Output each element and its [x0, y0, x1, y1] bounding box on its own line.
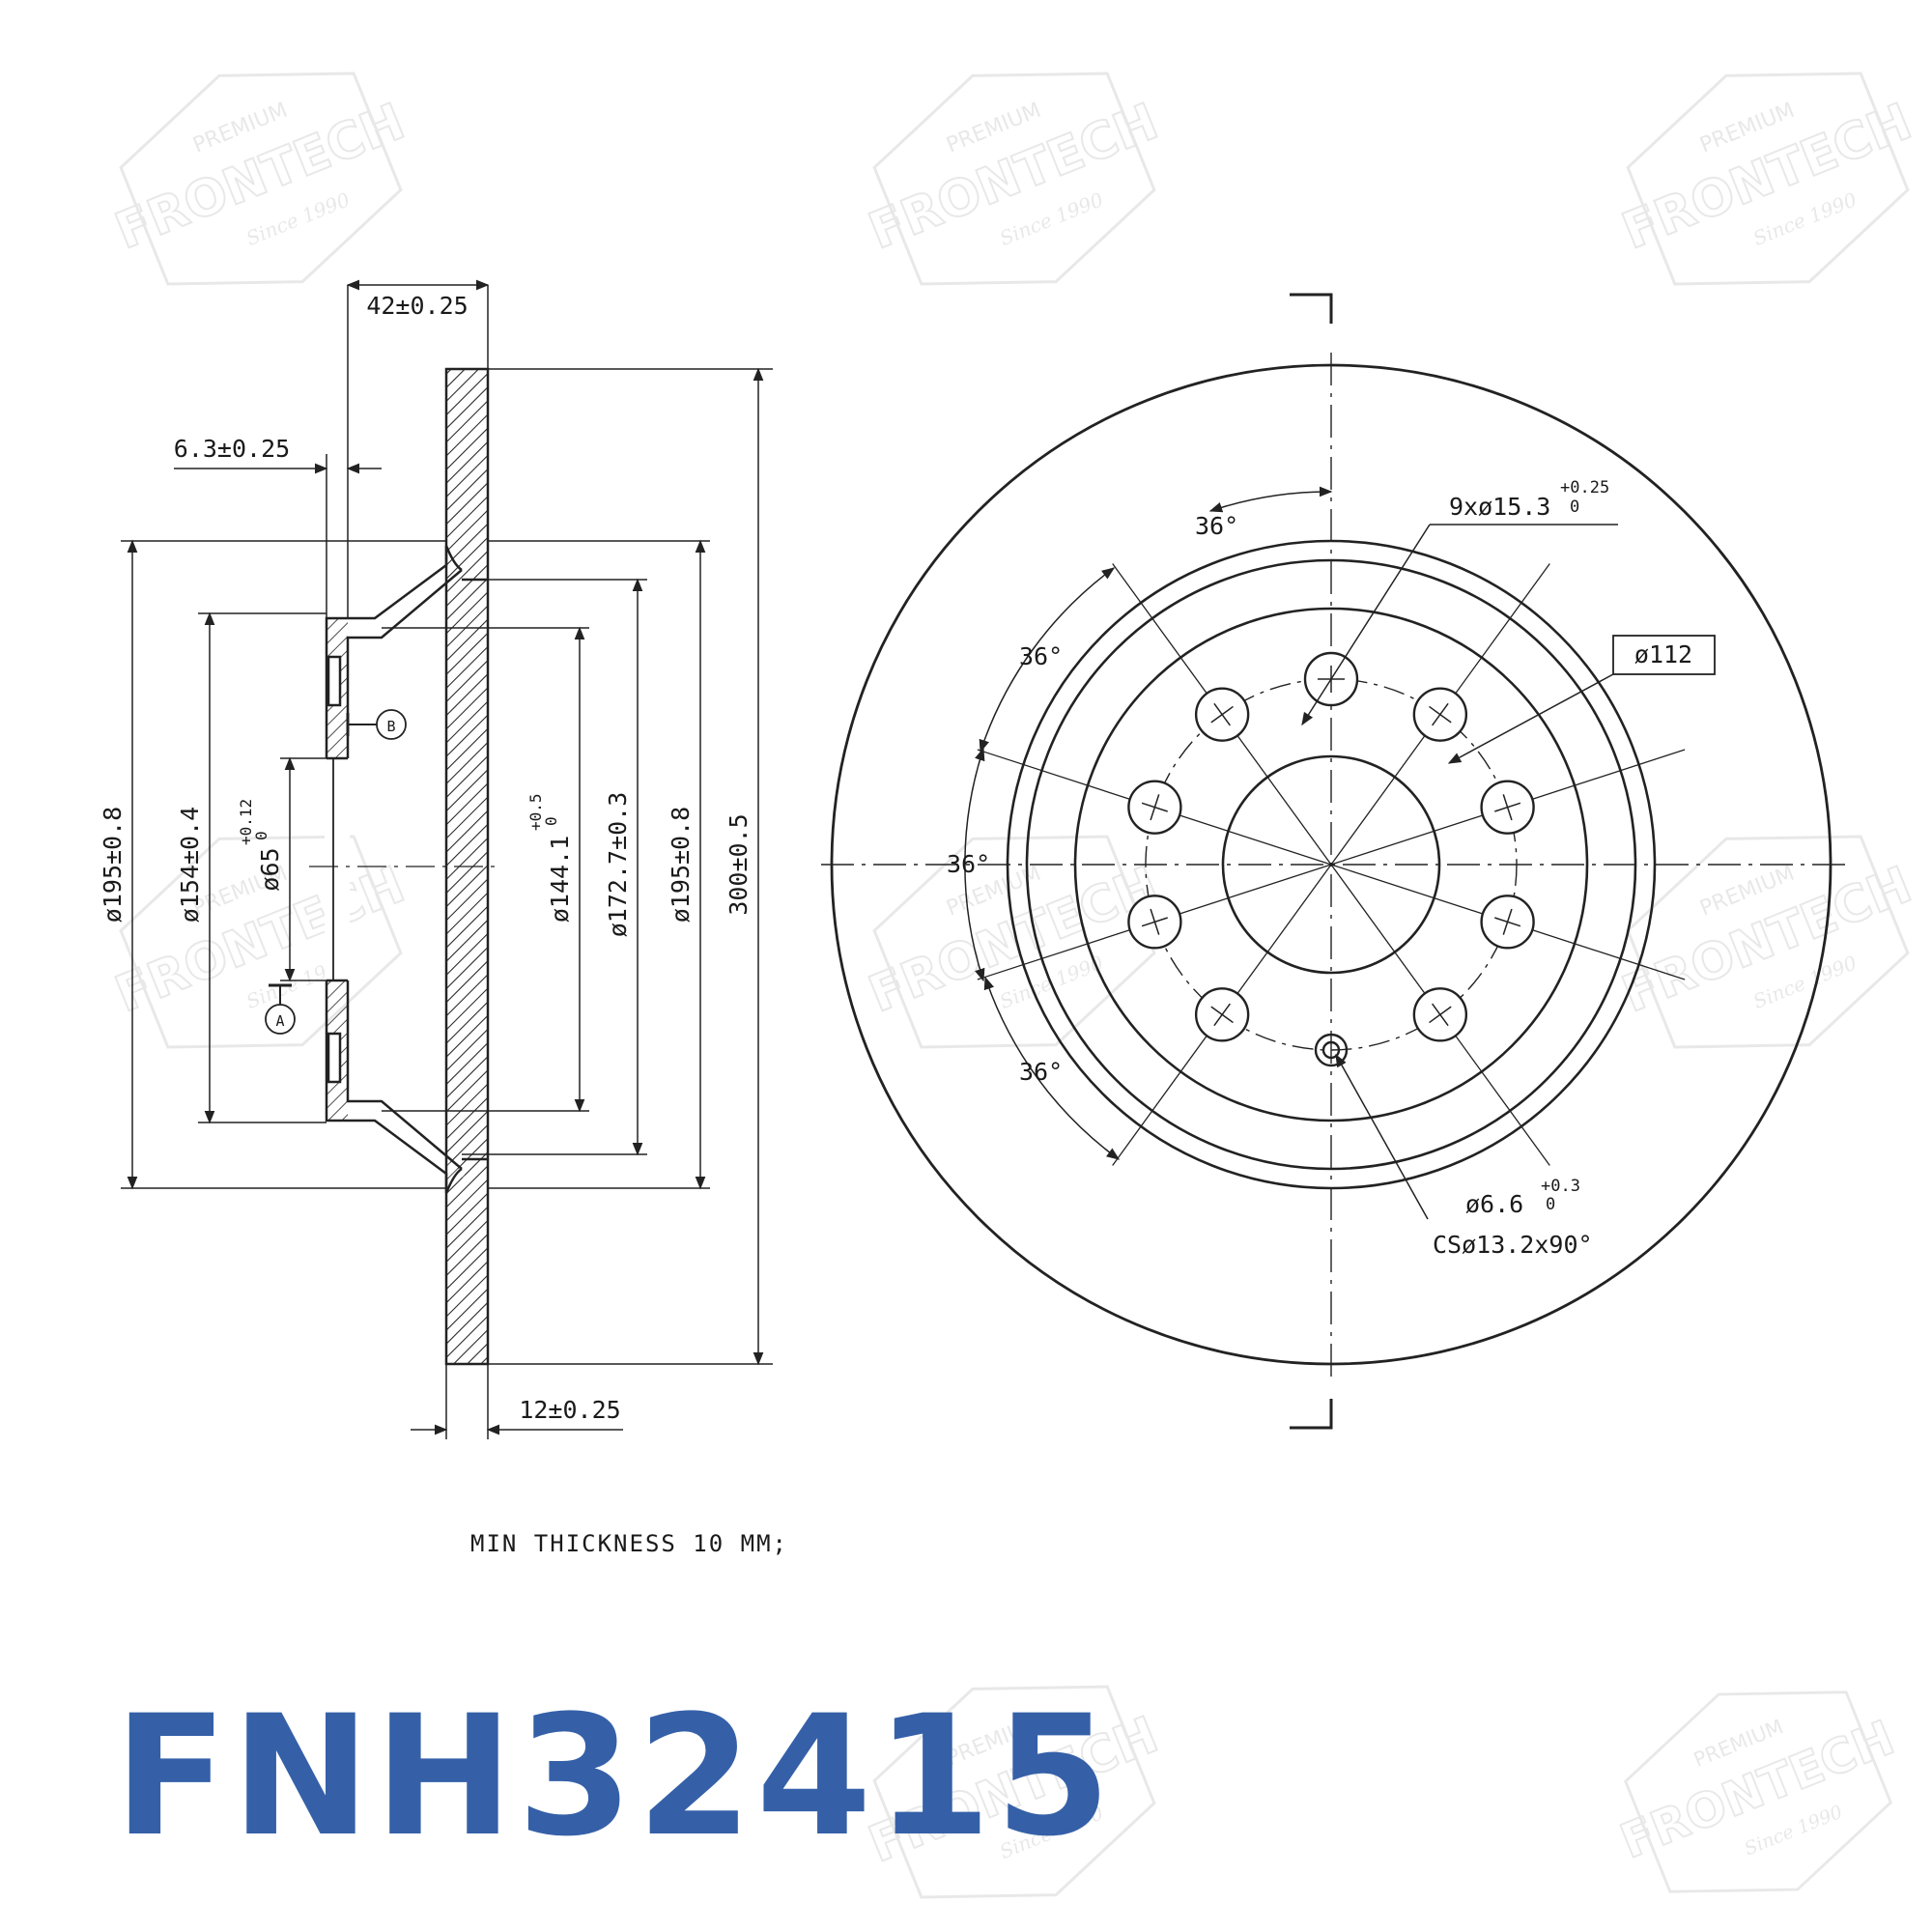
dia-300-label: 300±0.5 [724, 813, 753, 915]
screw-hole-tol-lower: 0 [1546, 1195, 1555, 1214]
dia-154-label: ø154±0.4 [176, 807, 204, 923]
part-number: FNH32415 [114, 1679, 1115, 1873]
angle-lower-left-label: 36° [1019, 1058, 1063, 1086]
bolt-hole-cross [1429, 1006, 1452, 1024]
datum-b-circle [376, 709, 407, 740]
disc-outer-edge [830, 363, 1833, 1366]
bolt-hole-cross [1210, 1006, 1234, 1024]
datum-b-label: B [386, 718, 395, 735]
screw-hole-tol-upper: +0.3 [1541, 1177, 1580, 1196]
min-thickness-note: MIN THICKNESS 10 MM; [470, 1530, 788, 1557]
angle-top-label: 36° [1195, 512, 1238, 540]
watermark-logo: PREMIUM FRONTECH Since 1990 [1611, 1690, 1903, 1893]
bolt-circle-pcd [1145, 678, 1518, 1051]
angle-left-label: 36° [947, 850, 990, 878]
countersink-label: CSø13.2x90° [1433, 1231, 1593, 1259]
watermark-logo: PREMIUM FRONTECH Since 1990 [107, 71, 413, 286]
bolt-hole-cross [1502, 908, 1513, 935]
front-view [821, 293, 1845, 1430]
dia-172-label: ø172.7±0.3 [604, 792, 632, 938]
hat-face-edge [1073, 607, 1589, 1122]
dia-65-tol-upper: +0.12 [237, 799, 255, 845]
screw-hole-inner [1321, 1040, 1341, 1060]
groove-top [444, 545, 463, 572]
dia-65-tol-lower: 0 [252, 831, 270, 840]
friction-inner-edge [1006, 539, 1657, 1190]
disc-thickness-label: 12±0.25 [519, 1396, 620, 1424]
bolt-holes-tol-upper: +0.25 [1560, 478, 1609, 497]
bolt-hole-cross [1150, 908, 1160, 935]
pcd-label: ø112 [1634, 640, 1692, 668]
bolt-holes-label: 9xø15.3 [1449, 493, 1550, 521]
bolt-hole-cross [1502, 794, 1513, 821]
dia-195-right-label: ø195±0.8 [667, 807, 695, 923]
dia-195-left-label: ø195±0.8 [99, 807, 127, 923]
hat-depth-label: 42±0.25 [366, 292, 468, 320]
bolt-hole-cross [1210, 705, 1234, 724]
hat-profile-inner [346, 569, 463, 1170]
angle-upper-left-label: 36° [1019, 642, 1063, 670]
datum-a-label: A [275, 1012, 284, 1030]
watermark-logo: PREMIUM FRONTECH Since 1990 [861, 71, 1167, 286]
watermark-logo: PREMIUM FRONTECH Since 1990 [861, 1685, 1167, 1899]
watermark-logo: PREMIUM FRONTECH Since 1990 [107, 835, 413, 1049]
hat-outer-edge [1025, 558, 1637, 1171]
groove-bottom [444, 1167, 463, 1194]
screw-hole [1314, 1033, 1349, 1067]
dia-144-label: ø144.1 [546, 836, 574, 923]
dia-65-label: ø65 [256, 847, 284, 891]
dia-144-tol-lower: 0 [542, 816, 560, 826]
dia-144-tol-upper: +0.5 [526, 793, 545, 831]
bolt-hole-cross [1150, 794, 1160, 821]
pcd-box [1612, 635, 1716, 675]
side-view [121, 279, 773, 1439]
bolt-holes-tol-lower: 0 [1570, 497, 1579, 517]
watermark-logo: PREMIUM FRONTECH Since 1990 [1614, 71, 1920, 286]
screw-hole-label: ø6.6 [1465, 1190, 1523, 1218]
hub-thickness-label: 6.3±0.25 [174, 435, 290, 463]
datum-a-circle [265, 1004, 296, 1035]
watermark-logo: PREMIUM FRONTECH Since 1990 [1614, 835, 1920, 1049]
bolt-hole-cross [1429, 705, 1452, 724]
center-bore [1221, 754, 1441, 975]
